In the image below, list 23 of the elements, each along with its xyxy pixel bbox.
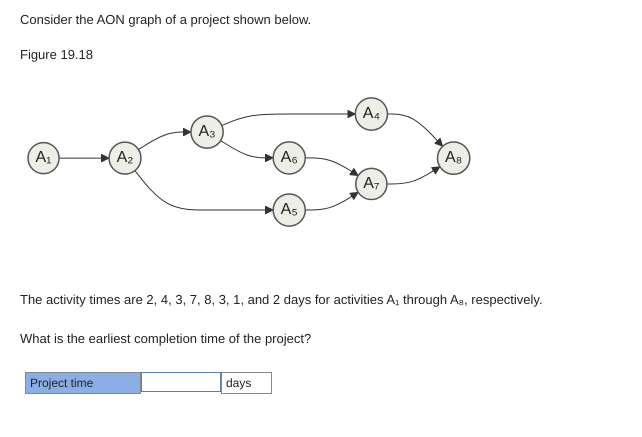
node-circle: A₁	[27, 142, 60, 174]
arrow	[304, 192, 359, 211]
field-label: Project time	[25, 372, 141, 394]
node-circle: A₆	[272, 141, 306, 175]
unit-label: days	[221, 372, 272, 394]
node-circle: A₈	[436, 141, 471, 176]
figure-caption: Figure 19.18	[20, 47, 93, 62]
question-text: What is the earliest completion time of the project?	[20, 331, 312, 346]
arrow	[220, 140, 274, 162]
arrow	[221, 110, 356, 126]
arrow	[134, 170, 274, 214]
question-text: The activity times are 2, 4, 3, 7, 8, 3, 1, and 2 days for activities A₁ through A₈, respectively.	[20, 292, 543, 307]
arrow	[386, 166, 440, 184]
node-circle: A₂	[108, 141, 142, 175]
title: Consider the AON graph of a project shown below.	[20, 12, 312, 27]
arrow	[386, 114, 444, 147]
arrow	[304, 157, 359, 176]
node-circle: A₇	[355, 168, 388, 200]
arrow	[58, 154, 110, 163]
node-circle: A₃	[190, 115, 224, 149]
arrow	[138, 128, 192, 150]
node-circle: A₄	[354, 97, 388, 131]
node-circle: A₅	[272, 193, 306, 227]
